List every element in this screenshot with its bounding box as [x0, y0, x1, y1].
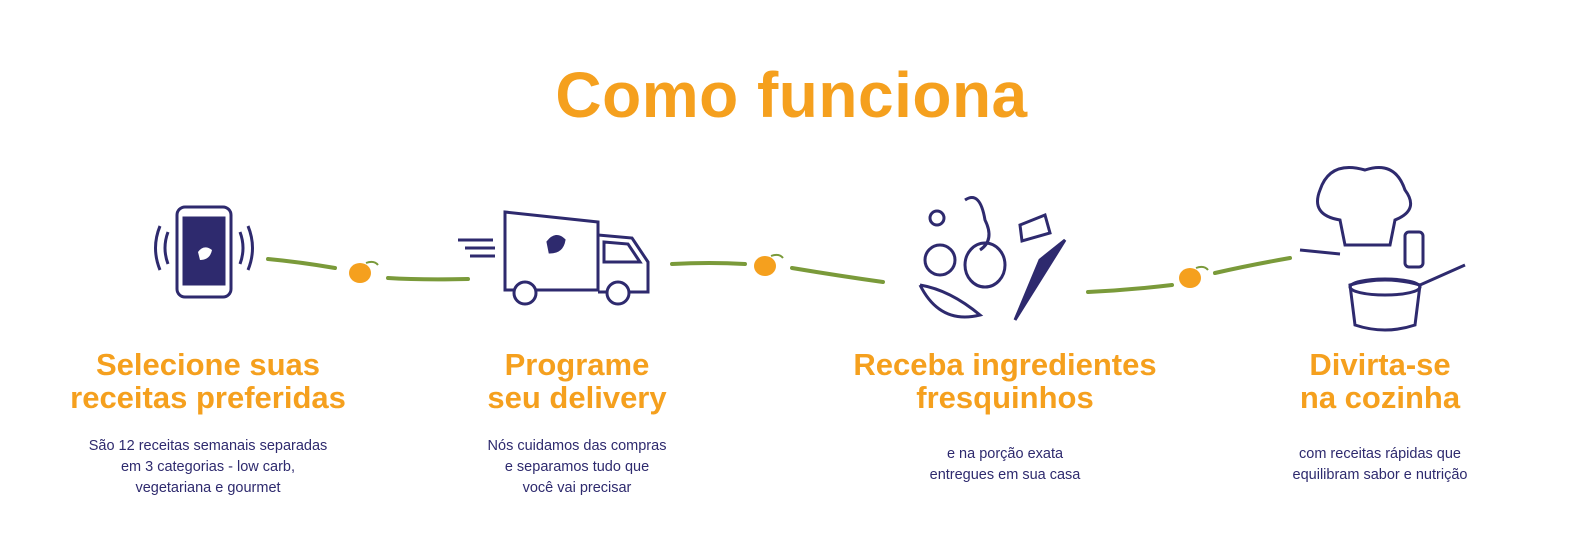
heading-line: receitas preferidas: [70, 380, 346, 415]
connector-line: [266, 256, 1292, 294]
description-line: e na porção exata: [946, 446, 1064, 462]
description-line: Nós cuidamos das compras: [487, 438, 667, 454]
delivery-truck-icon: [458, 210, 650, 306]
heading-line: Programe: [504, 347, 650, 382]
description-line: São 12 receitas semanais separadas: [88, 438, 328, 454]
heading-line: seu delivery: [487, 380, 667, 415]
mango-icon: [349, 260, 379, 283]
description-line: entregues em sua casa: [929, 467, 1081, 483]
mango-icon: [754, 253, 784, 276]
description-line: você vai precisar: [522, 480, 632, 496]
description-line: em 3 categorias - low carb,: [120, 459, 296, 475]
heading-line: na cozinha: [1299, 380, 1461, 415]
description-line: vegetariana e gourmet: [135, 480, 281, 496]
step-description: e na porção exata entregues em sua casa: [825, 444, 1185, 486]
step-description: com receitas rápidas que equilibram sabor…: [1200, 444, 1560, 486]
heading-line: fresquinhos: [916, 380, 1094, 415]
chef-cooking-icon: [1299, 166, 1466, 332]
heading-line: Selecione suas: [95, 347, 320, 382]
description-line: e separamos tudo que: [504, 459, 650, 475]
page-title: Como funciona: [555, 59, 1028, 131]
description-line: equilibram sabor e nutrição: [1292, 467, 1468, 483]
step-description: São 12 receitas semanais separadas em 3 c…: [28, 436, 388, 499]
smartphone-icon: [154, 205, 254, 299]
description-line: com receitas rápidas que: [1299, 446, 1461, 462]
heading-line: Divirta-se: [1309, 347, 1451, 382]
vegetables-icon: [918, 196, 1067, 321]
step-description: Nós cuidamos das compras e separamos tudo…: [397, 436, 757, 499]
heading-line: Receba ingredientes: [853, 347, 1157, 382]
mango-icon: [1179, 265, 1209, 288]
